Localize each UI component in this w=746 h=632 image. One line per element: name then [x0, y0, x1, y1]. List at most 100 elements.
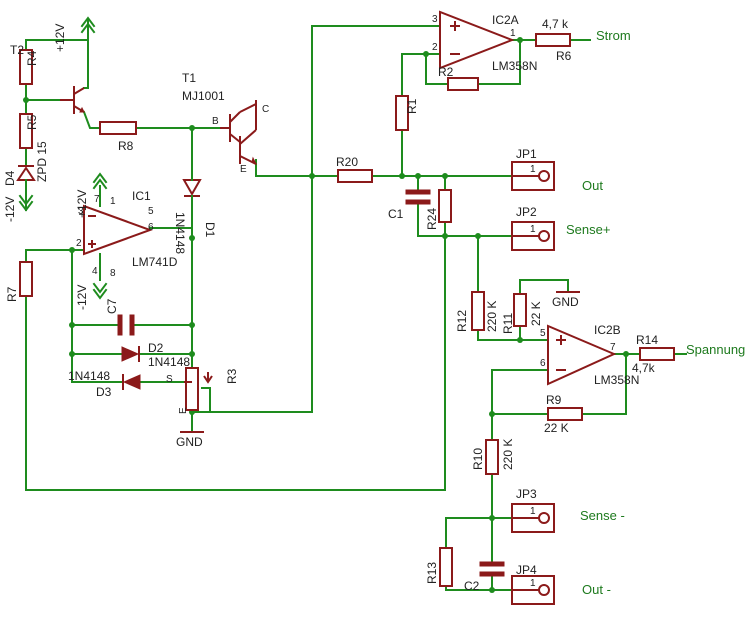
label-ic1-vpos: +12V — [75, 190, 89, 218]
label-r1: R1 — [405, 98, 419, 114]
label-r11-val: 22 K — [529, 301, 543, 326]
label-jp1: JP1 — [516, 147, 537, 161]
label-r3-e: E — [178, 407, 189, 414]
label-r5: R5 — [25, 114, 39, 130]
label-c7: C7 — [105, 298, 119, 314]
label-jp3: JP3 — [516, 487, 537, 501]
label-r2: R2 — [438, 65, 454, 79]
potentiometer-r3 — [184, 367, 213, 411]
label-c1: C1 — [388, 207, 404, 221]
label-ic1-vneg: -12V — [75, 285, 89, 310]
label-gnd-bottom: GND — [176, 435, 203, 449]
connector-jp2 — [511, 221, 555, 251]
label-spannung: Spannung — [686, 342, 745, 357]
opamp-ic2a — [439, 10, 515, 70]
capacitor-c1 — [405, 189, 431, 205]
label-r10-val: 220 K — [501, 439, 515, 470]
component-labels: T2 R4 +12V R5 ZPD 15 D4 -12V R8 T1 MJ100… — [3, 13, 745, 597]
label-d3: D3 — [96, 385, 112, 399]
diode-d3 — [122, 374, 141, 390]
label-ic1-pin6: 6 — [148, 222, 154, 233]
resistor-r5 — [19, 113, 33, 149]
connector-jp1 — [511, 161, 555, 191]
label-r7: R7 — [5, 286, 19, 302]
label-t1-e: E — [240, 164, 247, 175]
zener-diode-d4 — [16, 165, 36, 187]
label-r8: R8 — [118, 139, 134, 153]
label-t1: T1 — [182, 71, 196, 85]
label-r4: R4 — [25, 50, 39, 66]
label-sense-minus: Sense - — [580, 508, 625, 523]
label-out-minus: Out - — [582, 582, 611, 597]
label-jp2: JP2 — [516, 205, 537, 219]
resistor-r10 — [485, 439, 499, 475]
label-d2-type: 1N4148 — [148, 355, 190, 369]
label-ic1-pin7: 7 — [94, 194, 100, 205]
label-ic2b-pin6: 6 — [540, 358, 546, 369]
label-t1-c: C — [262, 104, 269, 115]
resistor-r7 — [19, 261, 33, 297]
label-r6: R6 — [556, 49, 572, 63]
label-t1-b: B — [212, 116, 219, 127]
label-zpd: ZPD 15 — [35, 141, 49, 182]
label-ic1-pin3: 3 — [78, 206, 84, 217]
label-r6-val: 4,7 k — [542, 17, 569, 31]
label-jp3-pin: 1 — [530, 506, 536, 517]
resistor-r12 — [471, 291, 485, 331]
label-d2: D2 — [148, 341, 164, 355]
label-sense-plus: Sense+ — [566, 222, 610, 237]
label-r12: R12 — [455, 310, 469, 332]
label-r9-val: 22 K — [544, 421, 569, 435]
label-neg12-left: -12V — [3, 197, 17, 222]
diode-d2 — [121, 346, 140, 362]
label-jp4: JP4 — [516, 563, 537, 577]
resistor-r4 — [19, 49, 33, 85]
label-d1-type: 1N4148 — [173, 212, 187, 254]
label-c2: C2 — [464, 579, 480, 593]
label-r20: R20 — [336, 155, 358, 169]
diode-d1 — [182, 177, 202, 201]
label-r9: R9 — [546, 393, 562, 407]
label-jp4-pin: 1 — [530, 578, 536, 589]
supply-arrow-pos12-top — [80, 16, 96, 34]
resistor-r9 — [547, 407, 583, 421]
supply-arrow-ic1-pos — [92, 172, 108, 190]
label-ic1-pin5: 5 — [148, 206, 154, 217]
label-ic1-pin1: 1 — [110, 196, 116, 207]
label-ic1-type: LM741D — [132, 255, 178, 269]
label-ic2a-pin3: 3 — [432, 14, 438, 25]
transistor-t2 — [60, 86, 85, 114]
label-d3-type: 1N4148 — [68, 369, 110, 383]
label-out: Out — [582, 178, 603, 193]
label-strom: Strom — [596, 28, 631, 43]
resistor-r20 — [337, 169, 373, 183]
label-ic1-pin2: 2 — [76, 238, 82, 249]
label-gnd-r11: GND — [552, 295, 579, 309]
resistor-r24 — [438, 189, 452, 223]
label-r3: R3 — [225, 368, 239, 384]
opamp-ic2b — [547, 324, 617, 386]
wires — [25, 19, 687, 591]
opamp-ic1 — [83, 185, 153, 281]
label-ic2a-pin1: 1 — [510, 28, 516, 39]
resistor-r11 — [513, 293, 527, 327]
capacitor-c7 — [117, 314, 135, 336]
supply-arrow-ic1-neg — [92, 282, 108, 300]
label-jp2-pin: 1 — [530, 224, 536, 235]
label-ic2a: IC2A — [492, 13, 519, 27]
label-r14: R14 — [636, 333, 658, 347]
label-r12-val: 220 K — [485, 301, 499, 332]
resistor-r8 — [99, 121, 137, 135]
label-r14-val: 4,7k — [632, 361, 656, 375]
resistor-r14 — [639, 347, 675, 361]
label-t2: T2 — [10, 43, 24, 57]
label-ic2a-pin2: 2 — [432, 42, 438, 53]
label-r24: R24 — [425, 208, 439, 230]
label-ic2b-type: LM358N — [594, 373, 639, 387]
label-d4: D4 — [3, 170, 17, 186]
label-r10: R10 — [471, 448, 485, 470]
label-d1: D1 — [203, 222, 217, 238]
label-r11: R11 — [501, 313, 515, 334]
transistor-t1 — [220, 100, 258, 166]
